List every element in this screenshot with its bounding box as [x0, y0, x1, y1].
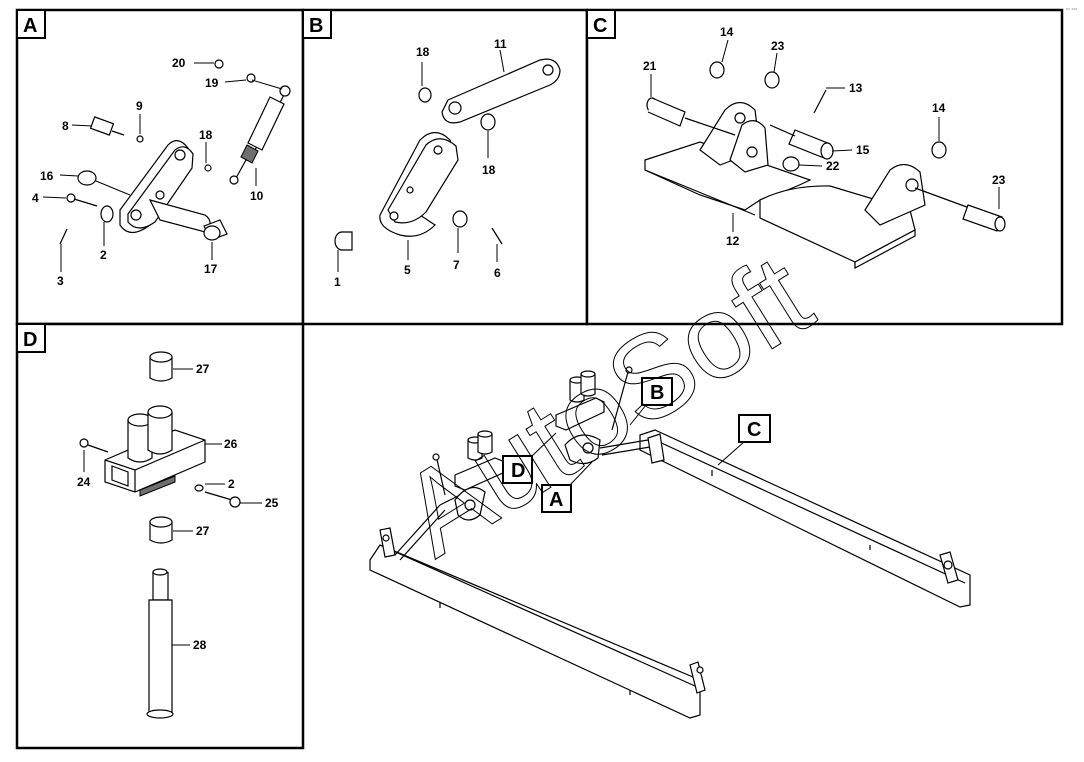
callout-b-7: 7 [453, 258, 460, 272]
assembly-label-c: C [747, 419, 761, 441]
washer-part-2-d [194, 484, 204, 492]
overall-assembly: B C D A [369, 366, 971, 719]
callout-a-18: 18 [199, 128, 213, 142]
clip-part-14-right [931, 141, 947, 159]
right-pivot-bracket [555, 366, 633, 465]
panel-a-tag: A [23, 15, 37, 37]
pin-part-13 [813, 89, 827, 114]
bolt-part-4 [66, 193, 98, 207]
callout-a-4: 4 [32, 191, 39, 205]
bushing-part-27-top [149, 351, 173, 382]
assembly-label-a: A [549, 489, 563, 511]
corner-mark: °° °°° [1066, 8, 1077, 14]
washer-part-7 [452, 210, 468, 228]
panel-b-tag-box [302, 9, 332, 39]
panel-a-tag-box [16, 9, 46, 39]
callout-b-18-right: 18 [482, 163, 496, 177]
panel-a: A [15, 8, 305, 326]
assembly-label-d-box [502, 455, 533, 484]
callout-a-19: 19 [205, 76, 219, 90]
panel-d-tag: D [23, 329, 37, 351]
pin-part-23-left [646, 97, 736, 136]
callout-b-18-top: 18 [416, 45, 430, 59]
callout-c-14-top: 23 [771, 39, 785, 53]
callout-c-14-right: 14 [932, 101, 946, 115]
callout-d-27-top: 27 [196, 362, 210, 376]
lever-plate-part-5 [379, 131, 459, 237]
pin-part-3 [59, 228, 68, 245]
callout-a-16: 16 [40, 169, 54, 183]
gas-strut-part-10 [229, 85, 291, 185]
assembly-label-c-box [738, 414, 771, 443]
callout-c-21: 14 [720, 25, 734, 39]
bushing-part-27-bottom [149, 516, 173, 544]
callout-a-20: 20 [172, 56, 186, 70]
nut-part-20 [214, 59, 224, 69]
bushing-part-2 [100, 205, 114, 223]
callout-d-24: 24 [77, 475, 91, 489]
assembly-label-b: B [650, 382, 664, 404]
callout-a-9: 9 [136, 99, 143, 113]
bolt-part-24 [79, 438, 109, 453]
right-blade [639, 429, 971, 608]
callout-b-6: 6 [494, 266, 501, 280]
lever-bracket [119, 140, 211, 234]
callout-c-23-right: 23 [992, 173, 1006, 187]
callout-d-27-bottom: 27 [196, 524, 210, 538]
callout-b-5: 5 [404, 263, 411, 277]
callout-c-13: 13 [849, 81, 863, 95]
callout-d-2: 2 [228, 477, 235, 491]
panel-c-tag: C [593, 15, 607, 37]
bushing-part-17 [203, 219, 228, 241]
callout-d-28: 28 [193, 638, 207, 652]
panel-c-tag-box [586, 9, 616, 39]
panel-c: C [585, 8, 1064, 326]
pin-part-15 [769, 124, 834, 160]
nut-part-25 [204, 491, 241, 508]
hinge-bracket-right [864, 163, 926, 226]
panel-d-tag-box [16, 323, 46, 353]
panel-b-tag: B [309, 15, 323, 37]
bushing-part-1 [334, 231, 353, 251]
pin-part-6 [491, 227, 503, 245]
washer-part-22 [782, 156, 800, 172]
left-pivot-bracket [432, 430, 506, 521]
bolt-part-8 [89, 116, 125, 136]
panel-b: B 18 11 18 1 5 7 [301, 8, 589, 326]
callout-c-22: 22 [826, 159, 840, 173]
callout-a-3: 3 [57, 274, 64, 288]
callout-a-10: 10 [250, 189, 264, 203]
callout-a-17: 17 [204, 262, 218, 276]
callout-a-8: 8 [62, 119, 69, 133]
washer-part-18 [204, 164, 212, 172]
callout-c-15: 15 [856, 143, 870, 157]
assembly-label-d: D [511, 460, 525, 482]
callout-c-23-left: 21 [643, 59, 657, 73]
washer-b-18-top [418, 87, 432, 103]
assembly-label-b-box [641, 377, 673, 406]
left-blade [369, 527, 706, 719]
pin-part-23-right [914, 187, 1006, 232]
washer-part-9 [136, 135, 144, 143]
link-arm-part-11 [441, 58, 561, 124]
panel-d: D [15, 322, 305, 750]
callout-b-1: 1 [334, 275, 341, 289]
clip-part-14-top [764, 71, 780, 89]
callout-a-2: 2 [100, 248, 107, 262]
callout-d-26: 26 [224, 437, 238, 451]
bracket-part-26 [104, 405, 206, 497]
washer-b-18-right [480, 113, 496, 131]
callout-b-11: 11 [494, 37, 507, 51]
assembly-label-a-box [541, 484, 572, 513]
washer-part-16 [77, 170, 97, 186]
callout-c-12: 12 [726, 234, 740, 248]
clip-part-21 [709, 61, 725, 79]
shaft-part-28 [146, 568, 174, 719]
callout-d-25: 25 [265, 496, 279, 510]
